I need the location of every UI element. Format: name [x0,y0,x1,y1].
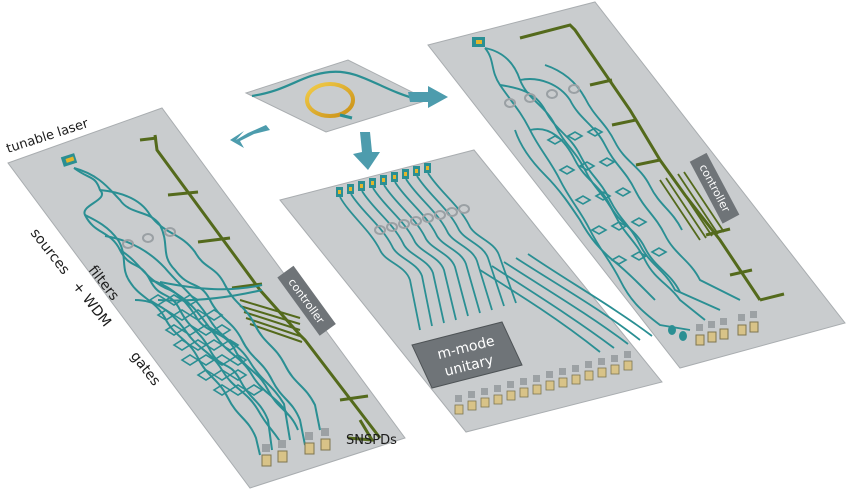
ring-resonator-icon [305,82,355,120]
arrow-icon [408,86,448,108]
left-chip: controller [7,107,406,489]
ring-resonator-chip [244,59,430,133]
detector-pad-icon [454,360,633,415]
right-chip: controller [427,1,846,369]
detector-pad-icon [261,428,331,467]
arrow-icon [353,132,380,170]
center-chip: m-mode unitary [279,149,663,433]
unitary-block: m-mode unitary [411,321,523,389]
label-snspds: SNSPDs [346,433,397,448]
detector-pad-icon [668,311,759,346]
arrow-icon [230,125,270,148]
